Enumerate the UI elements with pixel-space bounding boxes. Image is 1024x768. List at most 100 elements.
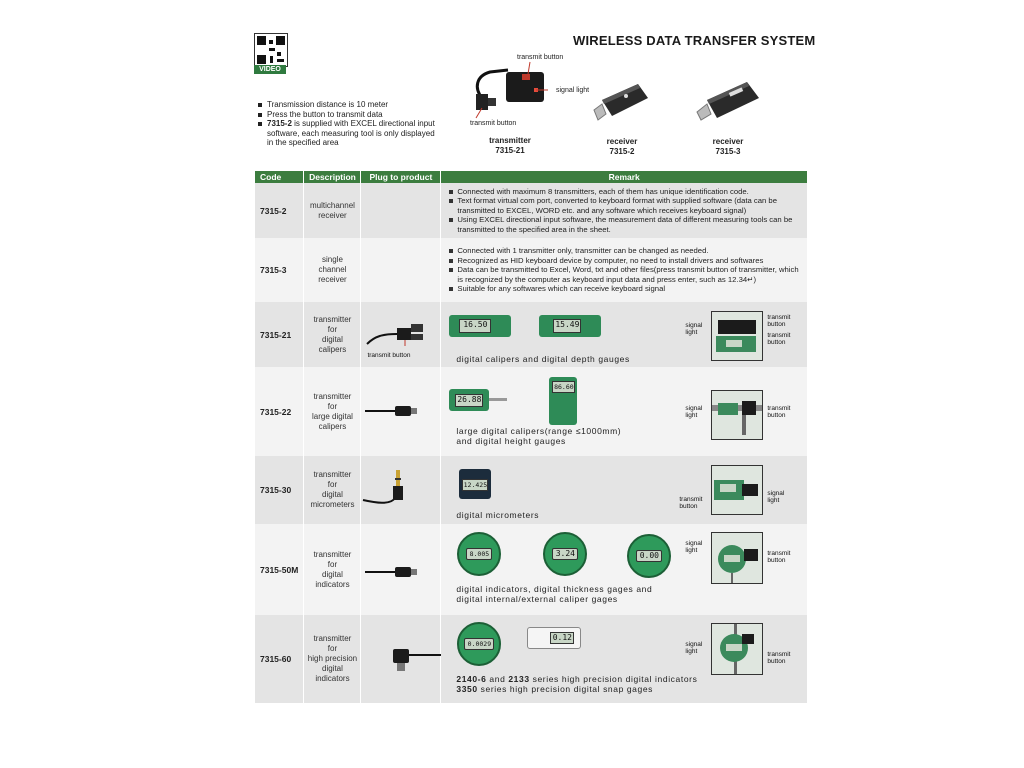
usage-photo (711, 623, 764, 675)
product-table: Code Description Plug to product Remark … (255, 171, 808, 703)
remark-item: Using EXCEL directional input software, … (449, 215, 803, 234)
bullet-item: 7315-2 is supplied with EXCEL directiona… (258, 119, 438, 148)
lcd-display: 15.49 (553, 319, 582, 333)
remark-item: Data can be transmitted to Excel, Word, … (449, 265, 803, 284)
micrometer-image: 12.425 (459, 469, 492, 499)
lcd-display: 3.24 (552, 548, 579, 560)
remark-cell: Connected with 1 transmitter only, trans… (440, 238, 808, 302)
lcd-display: 0.0029 (464, 638, 495, 650)
plug-cell (360, 183, 442, 238)
receiver-image (590, 80, 650, 124)
code-cell: 7315-21 (255, 302, 305, 367)
code-cell: 7315-60 (255, 615, 305, 703)
bullet-item: Transmission distance is 10 meter (258, 100, 438, 110)
remark-item: Connected with maximum 8 transmitters, e… (449, 187, 803, 197)
caliper-image: 16.50 (449, 315, 512, 337)
indicator-image: 8.005 (457, 532, 502, 576)
remark-cell: 0.0029 0.12 2140-6 and 2133 series high … (440, 615, 808, 703)
header-plug: Plug to product (360, 171, 442, 183)
plug-cell (360, 456, 442, 524)
plug-cell (360, 615, 442, 703)
lcd-display: 26.88 (455, 394, 484, 407)
remark-caption: digital calipers and digital depth gauge… (456, 354, 630, 364)
lcd-display: 0.00 (636, 550, 663, 562)
plug-image (366, 324, 424, 346)
transmit-button-label: transmit button (517, 54, 564, 61)
remark-caption: digital micrometers (456, 510, 540, 520)
receiver-image (693, 76, 763, 124)
lcd-display: 16.50 (459, 319, 492, 333)
plug-image (365, 406, 418, 416)
usage-photo (711, 465, 764, 515)
plug-cell (360, 524, 442, 615)
bullet-item: Press the button to transmit data (258, 110, 438, 120)
height-gauge-image: 86.60 (549, 377, 578, 425)
caliper-beam (489, 398, 508, 401)
usage-photo (711, 311, 764, 361)
remark-cell: 16.50 15.49 digital calipers and digital… (440, 302, 808, 367)
snap-gage-image: 0.12 (527, 627, 582, 649)
video-badge[interactable]: VIDEO (254, 65, 286, 74)
code-cell: 7315-3 (255, 238, 305, 302)
usage-photo (711, 390, 764, 440)
lcd-display: 0.12 (550, 632, 575, 644)
transmitter-image (468, 58, 552, 120)
remark-cell: 8.005 3.24 0.00 digital indicators, digi… (440, 524, 808, 615)
depth-gauge-image: 15.49 (539, 315, 602, 337)
lcd-display: 86.60 (552, 381, 576, 393)
transmit-button-label: transmit button (470, 120, 517, 127)
header-remark: Remark (440, 171, 808, 183)
remark-caption: 2140-6 and 2133 series high precision di… (456, 674, 698, 694)
plug-image (393, 649, 442, 671)
remark-caption: large digital calipers(range ≤1000mm)and… (456, 426, 622, 446)
remark-caption: digital indicators, digital thickness ga… (456, 584, 653, 604)
page-title: WIRELESS DATA TRANSFER SYSTEM (573, 33, 816, 48)
plug-cell: transmit button (360, 302, 442, 367)
plug-image (365, 567, 418, 577)
lcd-display: 12.425 (462, 479, 489, 491)
plug-cell (360, 238, 442, 302)
code-cell: 7315-30 (255, 456, 305, 524)
remark-cell: 26.88 86.60 large digital calipers(range… (440, 367, 808, 456)
plug-image (363, 470, 404, 504)
indicator-image: 0.00 (627, 534, 672, 578)
header-description: Description (303, 171, 362, 183)
indicator-image: 3.24 (543, 532, 588, 576)
remark-cell: Connected with maximum 8 transmitters, e… (440, 183, 808, 238)
remark-item: Recognized as HID keyboard device by com… (449, 256, 803, 266)
code-cell: 7315-22 (255, 367, 305, 456)
remark-item: Connected with 1 transmitter only, trans… (449, 246, 803, 256)
large-caliper-image: 26.88 (449, 389, 490, 411)
table-header-row: Code Description Plug to product Remark (255, 171, 808, 183)
header-code: Code (255, 171, 305, 183)
qr-code[interactable] (254, 33, 288, 67)
plug-transmit-button-label: transmit button (367, 352, 411, 359)
